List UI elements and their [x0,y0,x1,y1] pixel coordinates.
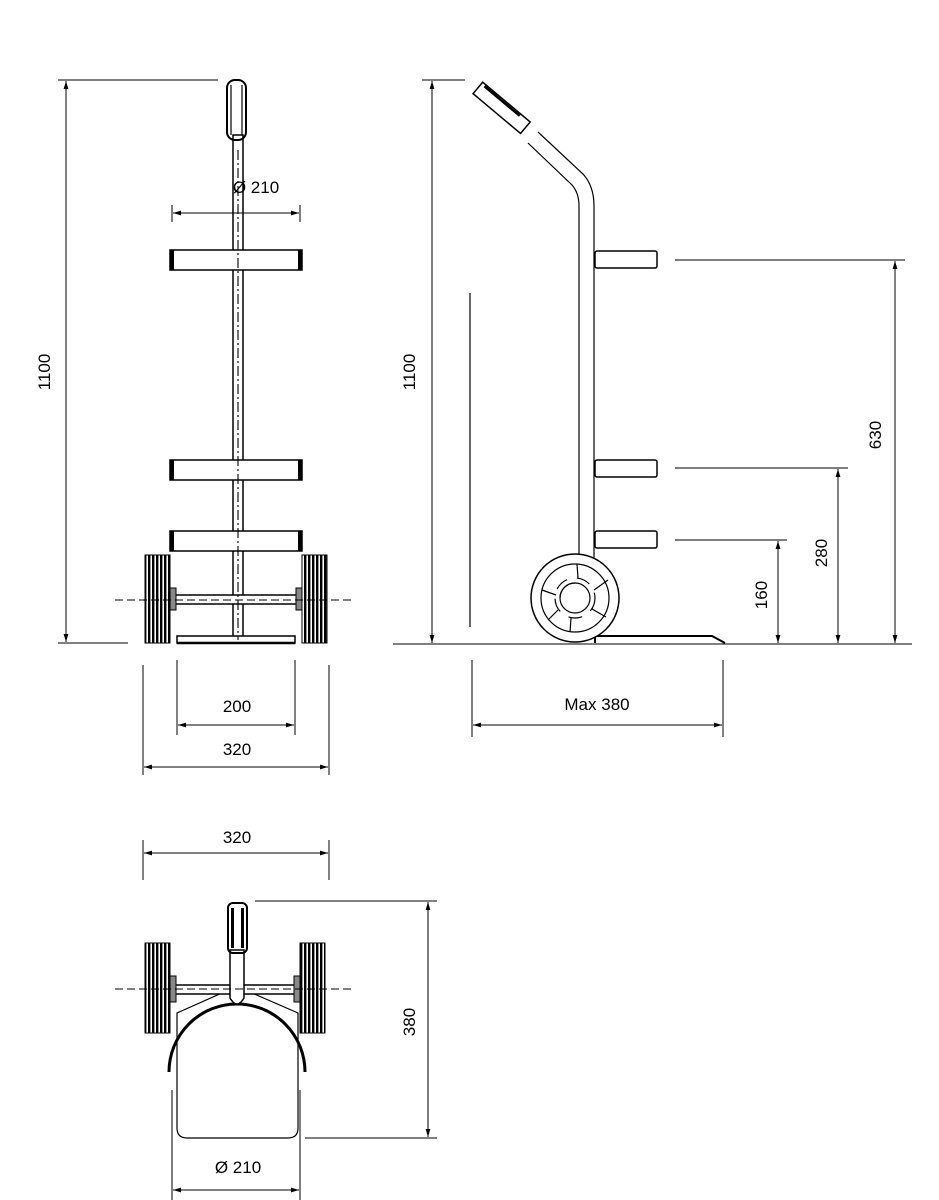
top-width-label: 320 [222,828,252,847]
side-160-label: 160 [752,580,771,610]
front-inner-width-label: 200 [222,697,252,716]
side-handle-grip [471,81,532,135]
front-bracket-mid [169,459,303,481]
top-diameter-label: Ø 210 [214,1158,262,1177]
front-right-wheel [301,554,328,644]
side-view [393,79,912,737]
front-handle-grip [226,79,247,141]
top-view [115,840,437,1200]
side-wheel [530,553,620,643]
front-bracket-low [169,530,303,552]
front-bracket-top [169,249,303,271]
front-diameter-label: Ø 210 [232,178,280,197]
side-280-label: 280 [812,538,831,568]
side-height-label: 1100 [400,353,419,391]
front-view [58,79,355,775]
front-height-label: 1100 [35,353,54,391]
side-630-label: 630 [866,420,885,450]
front-outer-width-label: 320 [222,740,252,759]
cylinder-cradle-arc [167,1002,307,1073]
front-left-wheel [144,554,171,644]
top-depth-label: 380 [400,1007,419,1037]
side-depth-label: Max 380 [564,695,630,714]
